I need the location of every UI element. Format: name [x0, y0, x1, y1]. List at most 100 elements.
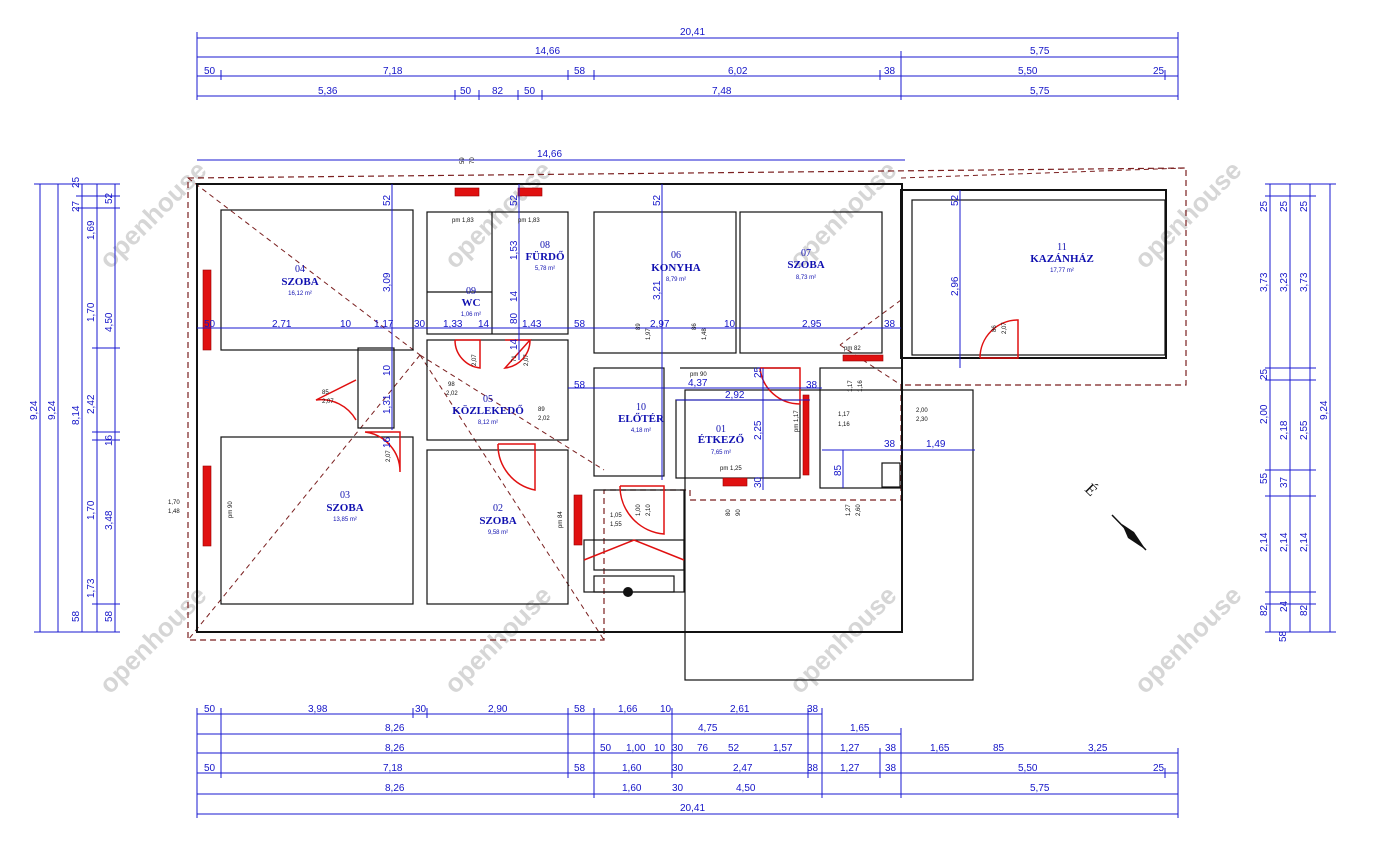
dim-label: 9,24 — [1319, 400, 1330, 420]
room-number: 05 — [483, 394, 493, 405]
watermark: openhouse — [1128, 580, 1247, 699]
small-label: 1,17 — [838, 412, 850, 418]
dim-label: 58 — [574, 319, 586, 330]
room-name: ELŐTÉR — [618, 413, 665, 425]
dim-label: 52 — [652, 194, 663, 206]
dim-label: 38 — [885, 763, 897, 774]
small-label: 1,16 — [838, 422, 850, 428]
room-name: SZOBA — [479, 515, 516, 527]
room-area: 8,73 m² — [796, 275, 816, 281]
interior-dimensions: 50 2,71 10 1,17 30 1,33 14 1,43 58 2,97 … — [197, 184, 975, 490]
watermarks: openhouse openhouse openhouse openhouse … — [93, 155, 1247, 699]
dim-label: 2,00 — [1259, 404, 1270, 424]
dim-label: 82 — [492, 86, 504, 97]
dim-label: 8,26 — [385, 783, 405, 794]
windows — [202, 187, 884, 547]
dim-label: 2,47 — [733, 763, 753, 774]
dim-label: 38 — [884, 319, 896, 330]
room-08: 08 FÜRDŐ 5,78 m² — [525, 240, 565, 272]
dim-label: 2,90 — [488, 704, 508, 715]
small-label: 2,30 — [916, 417, 928, 423]
room-09: 09 WC 1,06 m² — [461, 286, 481, 318]
small-label: 85 — [322, 390, 329, 396]
dim-label: 3,73 — [1259, 272, 1270, 292]
dim-label: 14 — [478, 319, 490, 330]
dim-label: 1,73 — [86, 578, 97, 598]
dim-label: 14 — [509, 290, 520, 302]
room-number: 03 — [340, 490, 350, 501]
room-number: 04 — [295, 264, 305, 275]
dim-label: 37 — [1279, 476, 1290, 488]
dim-label: 25 — [753, 366, 764, 378]
dim-label: 82 — [1299, 604, 1310, 616]
small-label: 1,16 — [858, 380, 864, 392]
room-10: 10 ELŐTÉR 4,18 m² — [618, 402, 665, 434]
small-label: 1,17 — [848, 380, 854, 392]
dim-label: 8,14 — [71, 405, 82, 425]
small-label: 2,02 — [538, 416, 550, 422]
small-label: 1,27 — [846, 504, 852, 516]
room-area: 7,65 m² — [711, 450, 731, 456]
room-06: 06 KONYHA 8,79 m² — [651, 250, 701, 283]
dim-label: 5,36 — [318, 86, 338, 97]
dim-label: 52 — [104, 192, 115, 204]
dim-label: 3,48 — [104, 510, 115, 530]
small-label: 2,00 — [916, 408, 928, 414]
dim-label: 25 — [1299, 200, 1310, 212]
dim-label: 3,98 — [308, 704, 328, 715]
small-label: pm 84 — [558, 511, 564, 528]
dim-label: 1,31 — [382, 394, 393, 414]
room-name: FÜRDŐ — [525, 250, 565, 263]
small-labels: pm 1,83 pm 1,83 pm 90 pm 82 pm 1,25 pm 9… — [168, 157, 1008, 528]
small-label: 90 — [736, 509, 742, 516]
small-label: 71 — [512, 355, 518, 362]
dim-label: 1,43 — [522, 319, 542, 330]
dim-label: 50 — [204, 66, 216, 77]
dim-label: 50 — [600, 743, 612, 754]
dim-label: 38 — [884, 439, 896, 450]
dim-label: 52 — [728, 743, 740, 754]
dim-label: 52 — [509, 194, 520, 206]
small-label: 1,55 — [610, 522, 622, 528]
room-area: 4,18 m² — [631, 428, 651, 434]
dim-label: 52 — [382, 194, 393, 206]
dim-label: 9,24 — [29, 400, 40, 420]
dim-label: 38 — [807, 763, 819, 774]
dim-label: 1,65 — [850, 723, 870, 734]
north-label: É — [1081, 479, 1101, 499]
dim-label: 85 — [833, 464, 844, 476]
room-name: ÉTKEZŐ — [698, 434, 745, 446]
dim-label: 1,49 — [926, 439, 946, 450]
small-label: 98 — [448, 382, 455, 388]
dim-label: 2,18 — [1279, 420, 1290, 440]
dim-label: 25 — [1259, 368, 1270, 380]
room-name: KÖZLEKEDŐ — [452, 404, 524, 417]
watermark: openhouse — [93, 155, 212, 274]
small-label: pm 1,83 — [452, 218, 474, 224]
north-arrow-icon — [1122, 524, 1146, 550]
dim-label: 2,96 — [950, 276, 961, 296]
small-label: pm 82 — [844, 346, 861, 352]
pillar-icon — [623, 587, 633, 597]
dim-label: 2,55 — [1299, 420, 1310, 440]
dim-label: 38 — [806, 380, 818, 391]
dim-label: 5,75 — [1030, 86, 1050, 97]
dim-label: 30 — [415, 704, 427, 715]
dim-label: 50 — [204, 319, 216, 330]
small-label: 89 — [538, 407, 545, 413]
dim-label: 30 — [672, 763, 684, 774]
dim-label: 1,70 — [86, 500, 97, 520]
small-label: 2,60 — [856, 504, 862, 516]
dim-label: 58 — [104, 610, 115, 622]
dim-label: 7,18 — [383, 66, 403, 77]
dim-label: 16 — [382, 436, 393, 448]
dim-label: 1,57 — [773, 743, 793, 754]
small-label: 1,05 — [610, 513, 622, 519]
dim-label: 1,53 — [509, 240, 520, 260]
small-label: pm 90 — [228, 501, 234, 518]
room-area: 17,77 m² — [1050, 268, 1074, 274]
top-dimensions: 20,41 14,66 5,75 50 7,18 58 6,02 38 5,50… — [196, 27, 1179, 161]
room-11: 11 KAZÁNHÁZ 17,77 m² — [1030, 242, 1094, 274]
dim-label: 52 — [950, 194, 961, 206]
